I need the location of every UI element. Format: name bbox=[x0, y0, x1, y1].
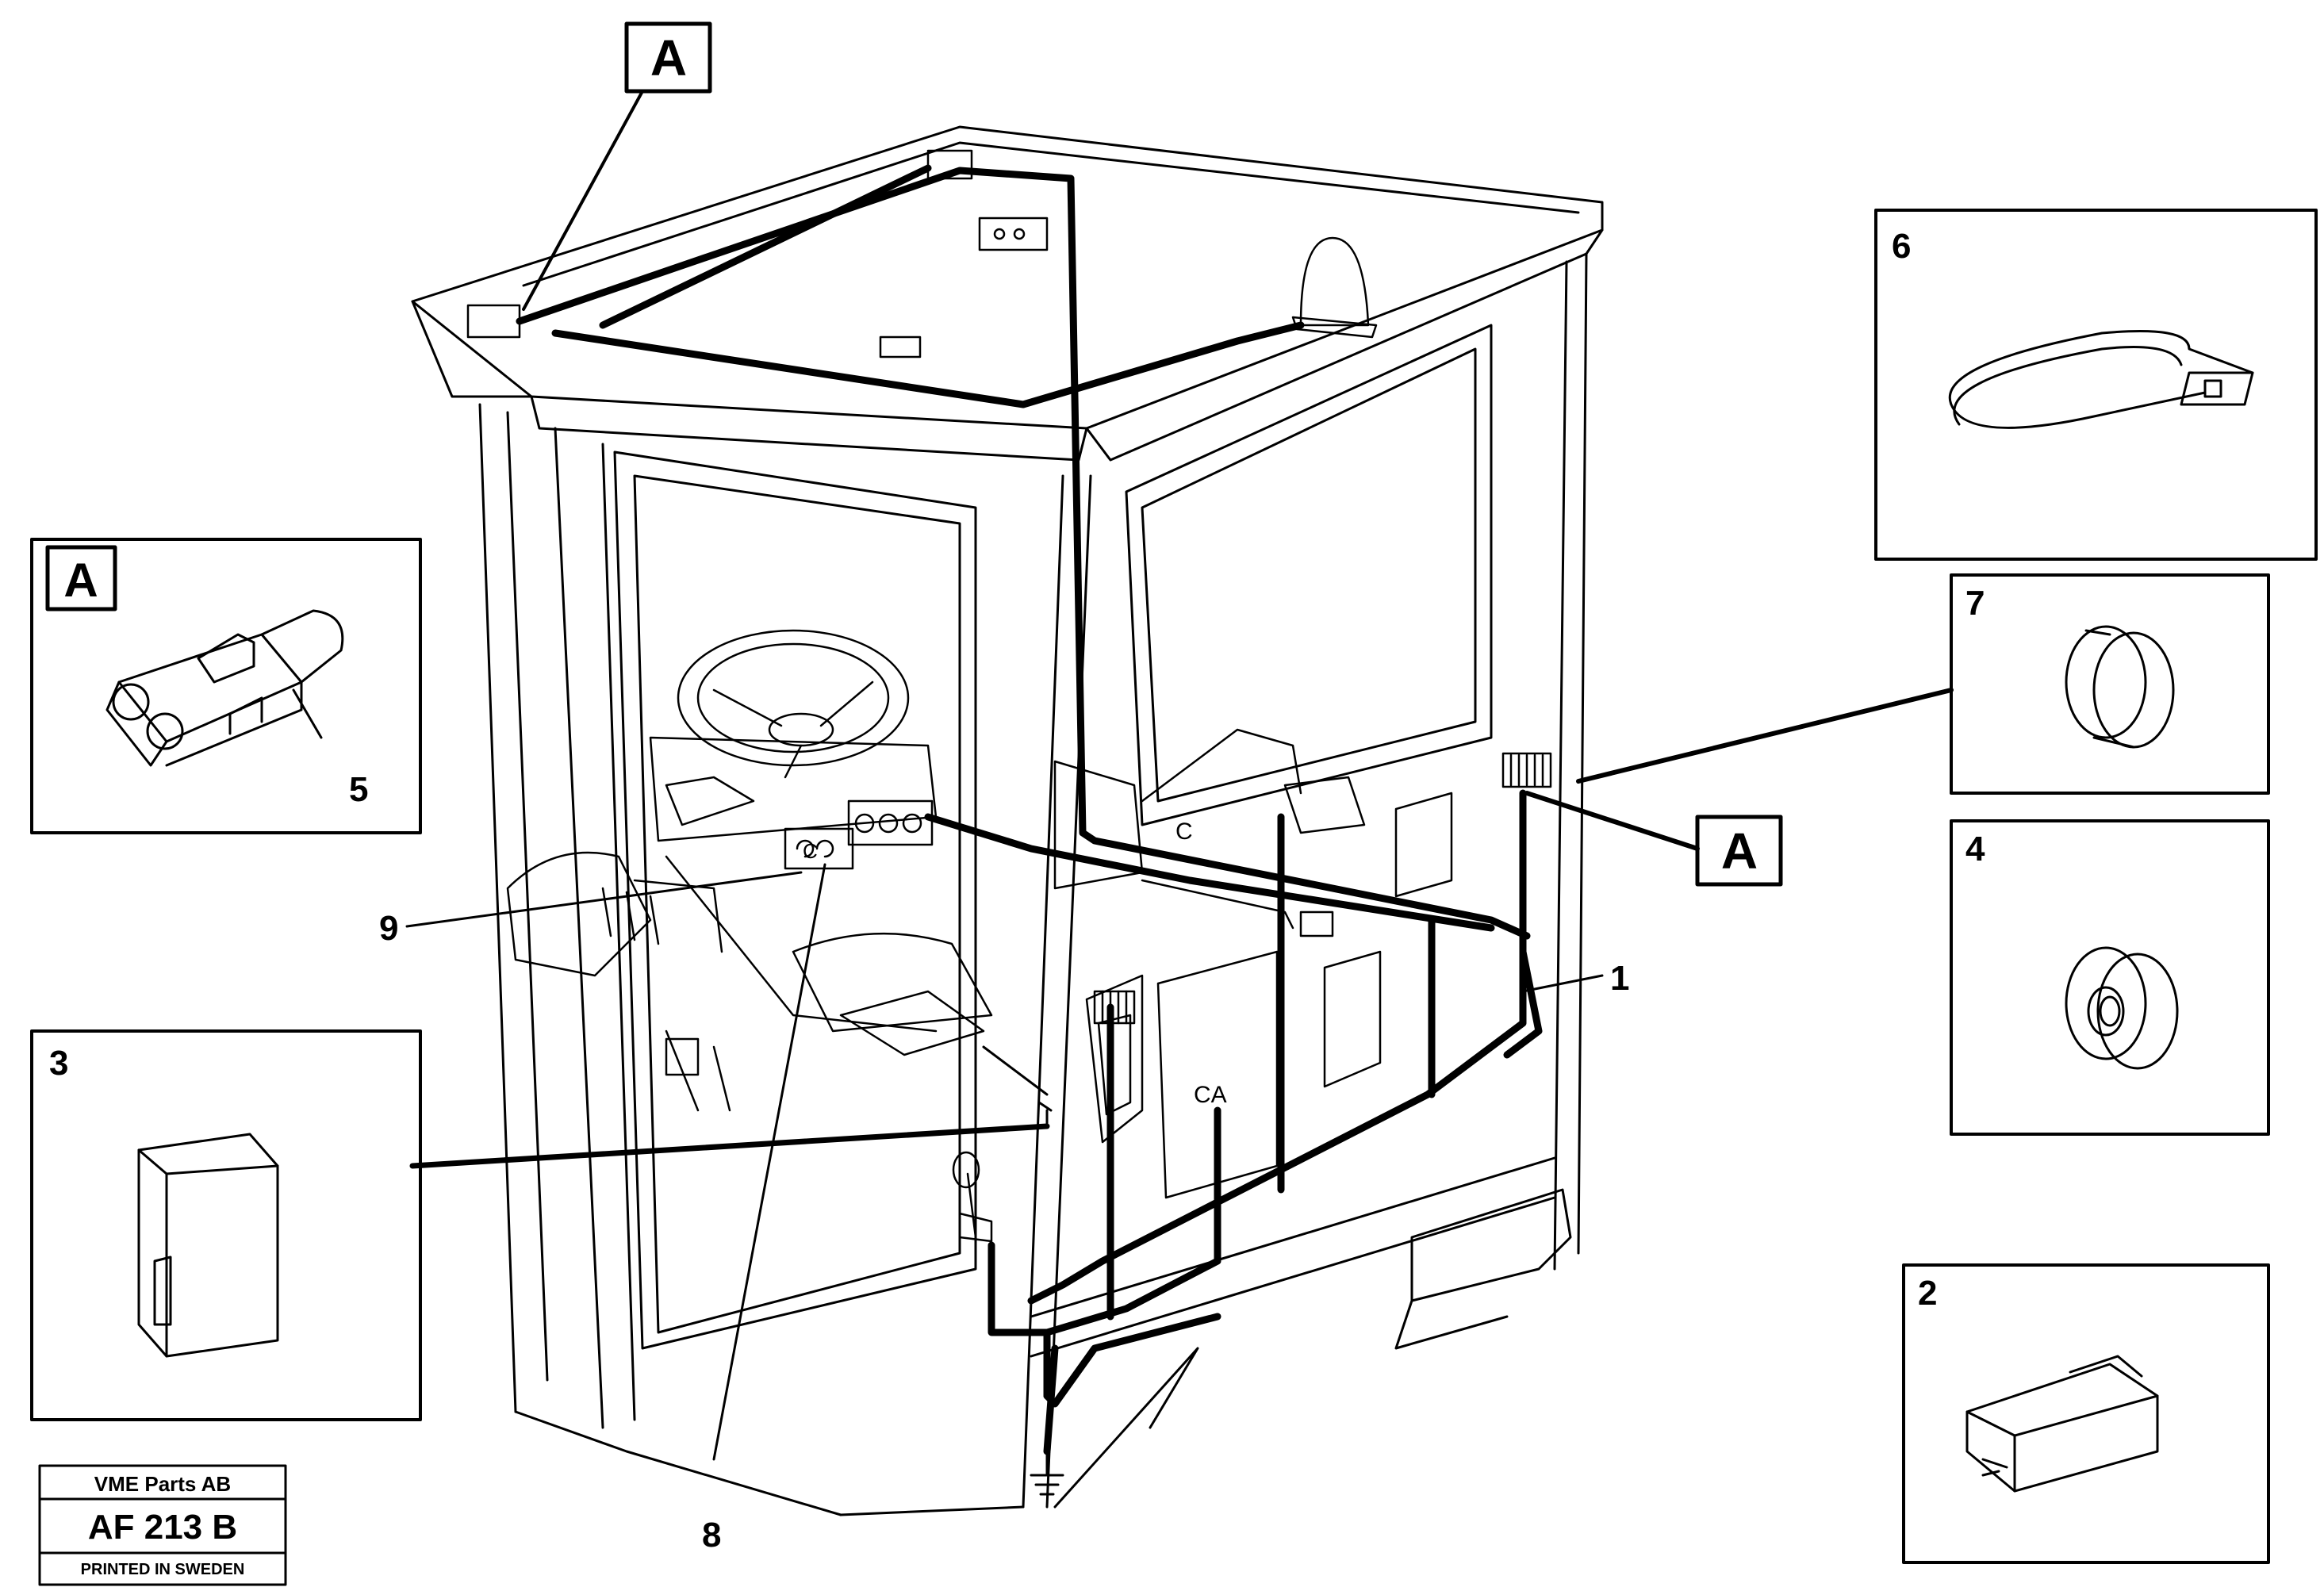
ground-icon bbox=[1030, 1450, 1064, 1496]
callout-a-right-label: A bbox=[1721, 822, 1758, 880]
callout-box-a-top bbox=[624, 21, 712, 94]
inset-box-4 bbox=[1950, 819, 2270, 1136]
inset-box-a-connector bbox=[30, 538, 422, 834]
callout-3-label: 3 bbox=[49, 1044, 68, 1083]
callout-a-inset-label: A bbox=[63, 554, 98, 607]
callout-7-label: 7 bbox=[1965, 584, 1985, 623]
callout-box-a-right bbox=[1695, 815, 1783, 887]
inset-box-7 bbox=[1950, 573, 2270, 795]
callout-1-label: 1 bbox=[1610, 959, 1629, 998]
callout-box-a-inset bbox=[45, 545, 117, 611]
callout-6-label: 6 bbox=[1892, 227, 1911, 266]
callout-4-label: 4 bbox=[1965, 830, 1985, 868]
panel-marking: CA bbox=[1194, 1082, 1227, 1108]
stamp-footer: PRINTED IN SWEDEN bbox=[81, 1561, 245, 1578]
inset-box-6 bbox=[1874, 209, 2318, 561]
callout-9-label: 9 bbox=[379, 909, 398, 948]
stamp-box bbox=[38, 1464, 287, 1586]
dash-marking-left: C bbox=[803, 839, 818, 863]
inset-box-3 bbox=[30, 1029, 422, 1421]
callout-a-top-label: A bbox=[650, 29, 687, 86]
callout-8-label: 8 bbox=[702, 1516, 721, 1555]
stamp-code: AF 213 B bbox=[88, 1508, 237, 1547]
dash-marking-right: C bbox=[1175, 819, 1193, 845]
stamp-company: VME Parts AB bbox=[94, 1472, 231, 1496]
wiring-harness bbox=[516, 164, 1543, 1455]
leader-lines bbox=[292, 90, 1954, 1461]
inset-box-2 bbox=[1902, 1263, 2270, 1564]
cab-interior bbox=[466, 149, 1552, 1243]
callout-2-label: 2 bbox=[1918, 1274, 1937, 1313]
cab-outline bbox=[411, 125, 1604, 1516]
callout-5-label: 5 bbox=[349, 770, 368, 809]
